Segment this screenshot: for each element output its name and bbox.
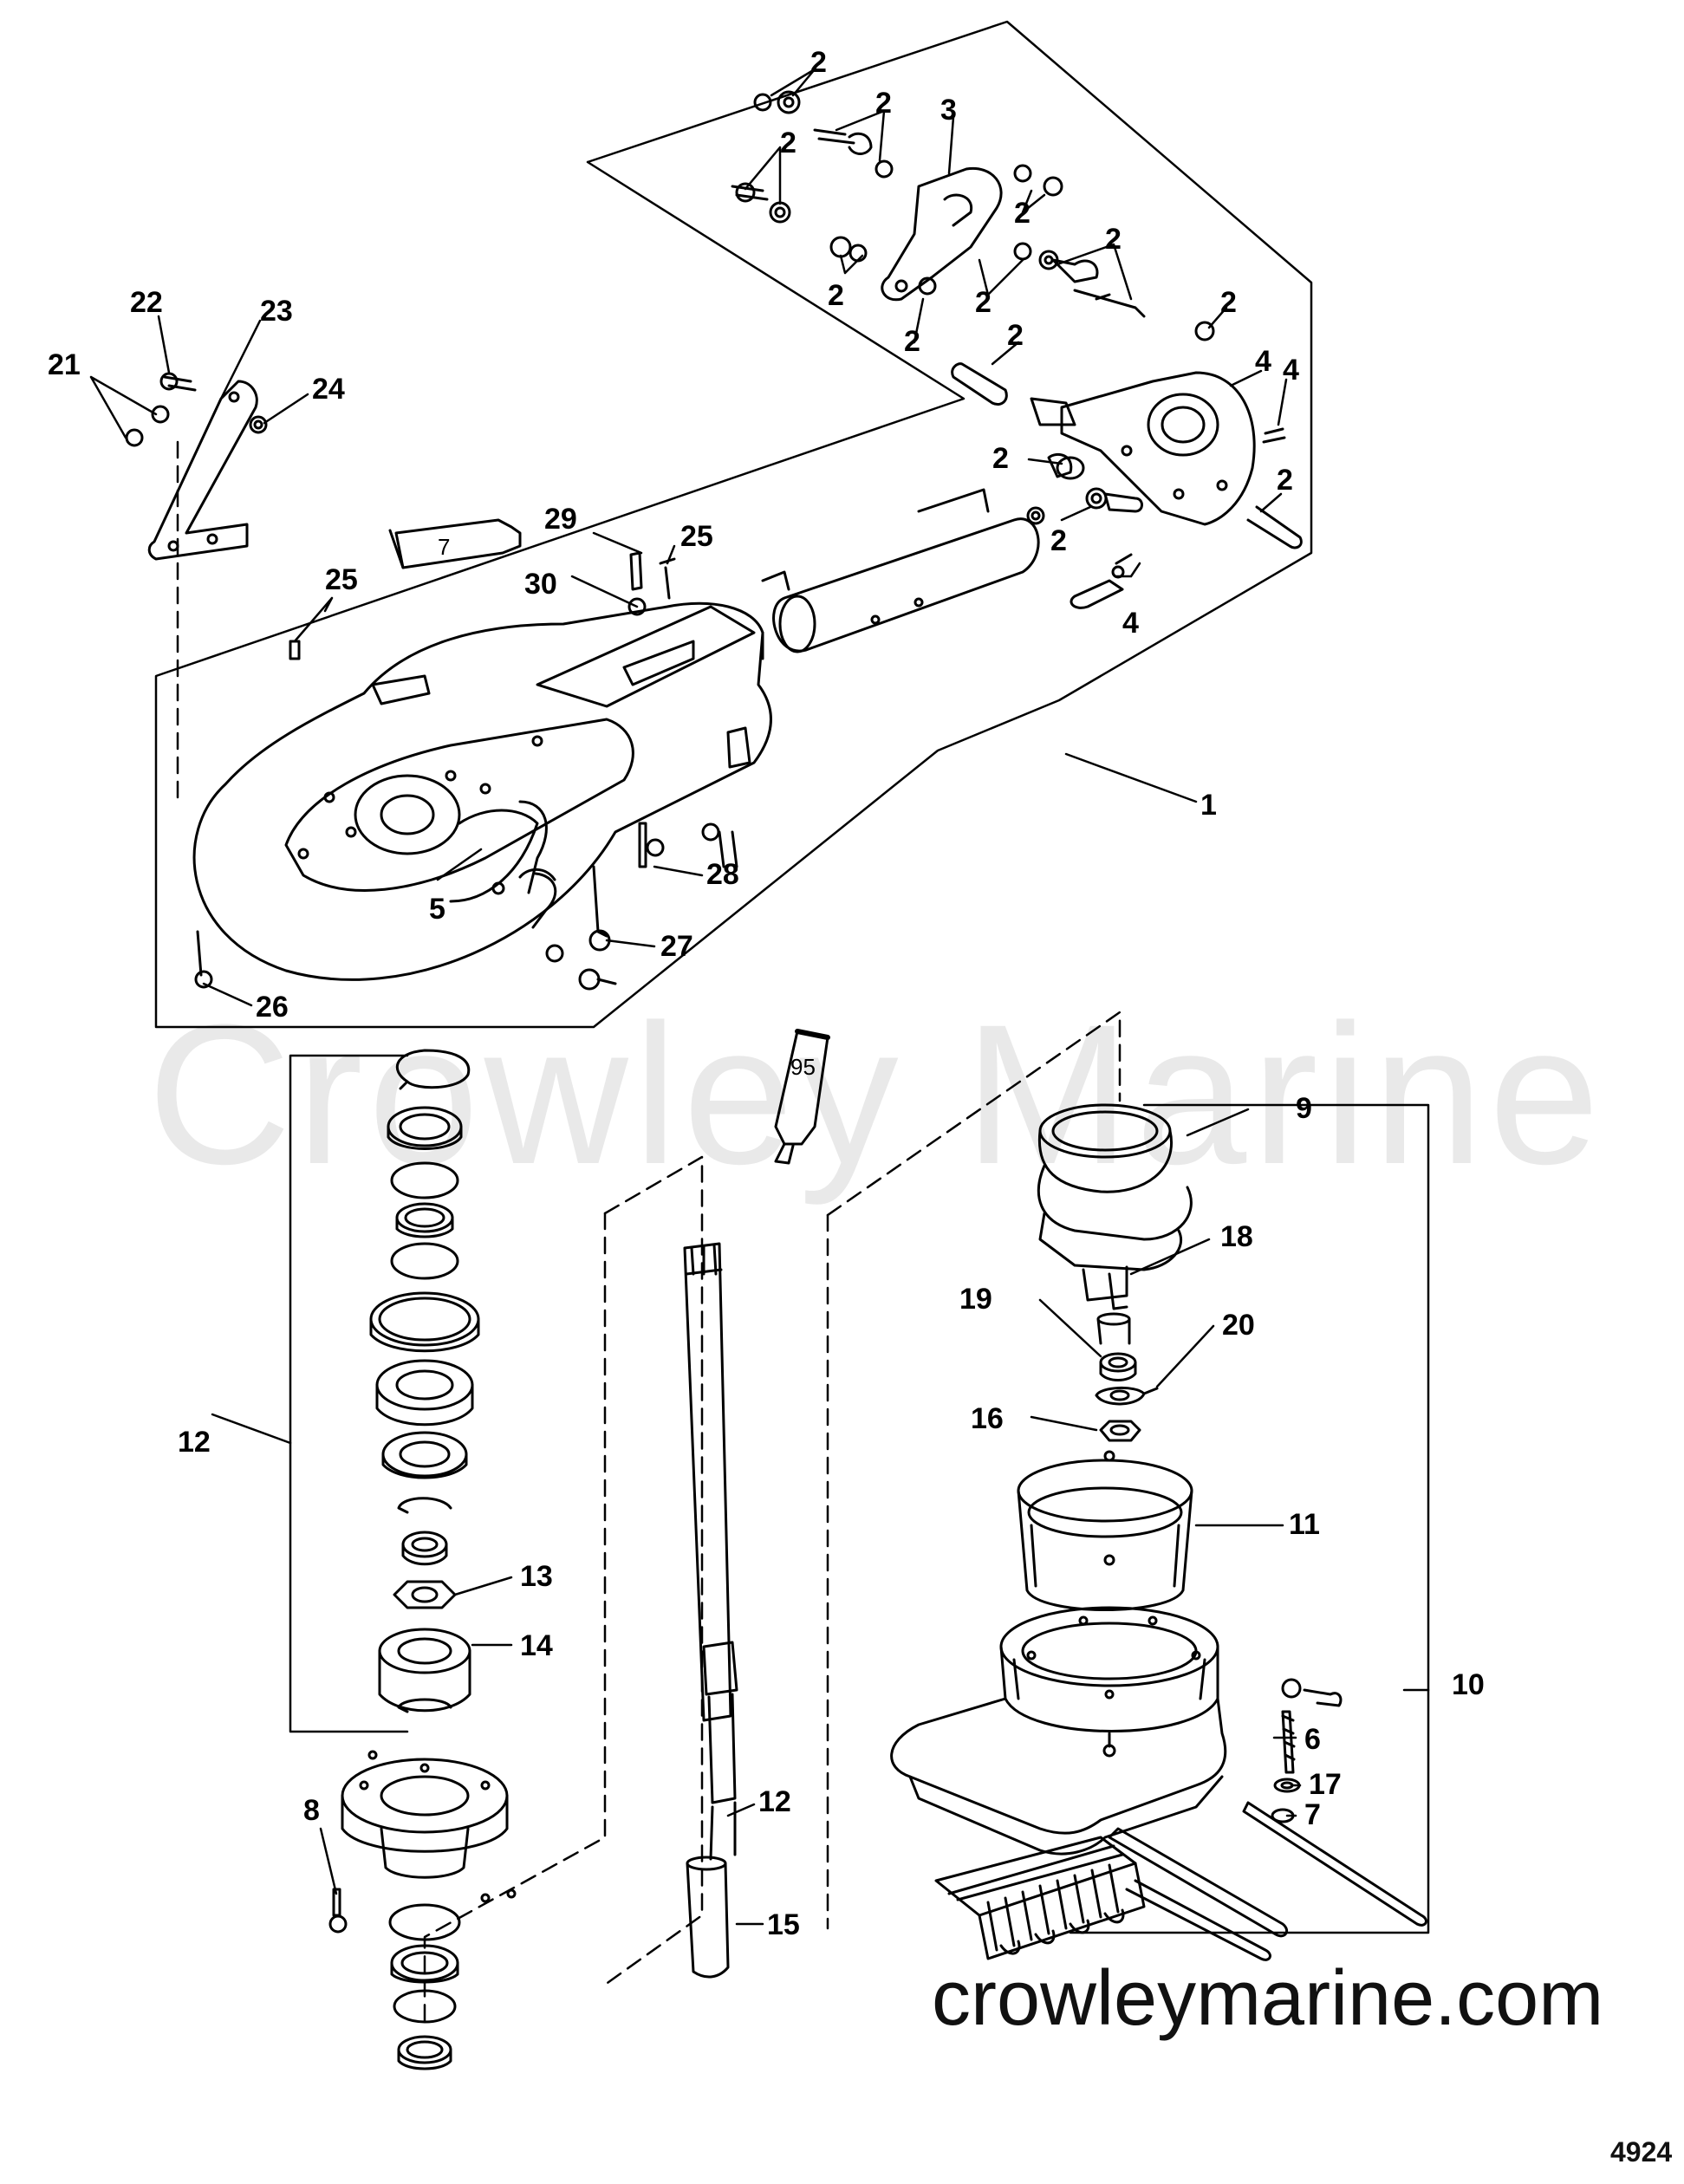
trim-bracket-part4 <box>1030 371 1256 526</box>
callout-labels: 2 2 3 2 2 2 2 2 2 2 2 4 4 2 2 2 4 22 23 … <box>48 46 1485 1941</box>
drive-shaft <box>683 1242 738 1979</box>
callout-12: 12 <box>178 1426 211 1459</box>
upper-hardware <box>731 90 1303 609</box>
callout-24: 24 <box>312 373 345 406</box>
callout-3: 3 <box>940 94 957 127</box>
callout-19: 19 <box>959 1283 992 1316</box>
nozzle-housing <box>890 1606 1227 1856</box>
callout-2: 2 <box>1014 197 1031 230</box>
leader-lines <box>89 68 1430 1926</box>
callout-28: 28 <box>706 858 739 891</box>
callout-2: 2 <box>975 286 992 319</box>
callout-18: 18 <box>1220 1220 1253 1253</box>
pump-housing <box>192 601 772 981</box>
callout-2: 2 <box>1050 524 1067 557</box>
callout-2: 2 <box>904 325 920 358</box>
callout-4: 4 <box>1255 345 1271 378</box>
impeller <box>1037 1103 1193 1345</box>
watermark: Crowley Marine <box>147 983 1605 1206</box>
callout-1: 1 <box>1200 789 1217 822</box>
callout-2: 2 <box>780 127 796 159</box>
callout-30: 30 <box>524 568 557 601</box>
housing-hardware <box>194 551 738 991</box>
callout-13: 13 <box>520 1560 553 1593</box>
sealant-tube-7 <box>388 518 522 569</box>
callout-2: 2 <box>1105 223 1122 256</box>
callout-15: 15 <box>767 1908 800 1941</box>
callout-2: 2 <box>875 87 892 120</box>
callout-12: 12 <box>758 1785 791 1818</box>
callout-26: 26 <box>256 991 289 1024</box>
callout-4: 4 <box>1283 354 1299 387</box>
shaft-dashed-box <box>603 1155 704 1986</box>
callout-29: 29 <box>544 503 577 536</box>
nozzle-assembly-outline <box>1069 1103 1430 1934</box>
figure-number: 4924 <box>1610 2136 1673 2168</box>
bearing-stack <box>328 1049 517 2070</box>
callout-9: 9 <box>1296 1092 1312 1125</box>
callout-23: 23 <box>260 295 293 328</box>
callout-10: 10 <box>1452 1668 1485 1701</box>
callout-6: 6 <box>1304 1723 1321 1756</box>
upper-assembly-outline <box>154 20 1313 1029</box>
bearing-kit-outline <box>289 1054 409 1733</box>
callout-2: 2 <box>810 46 827 79</box>
callout-14: 14 <box>520 1629 553 1662</box>
impeller-fasteners <box>1095 1352 1159 1442</box>
callout-21: 21 <box>48 348 81 381</box>
callout-22: 22 <box>130 286 163 319</box>
sleeve-tube <box>761 488 1040 653</box>
callout-25: 25 <box>680 520 713 553</box>
callout-11: 11 <box>1289 1508 1320 1541</box>
callout-2: 2 <box>1220 286 1237 319</box>
nozzle-hardware <box>1108 1678 1427 1938</box>
callout-25: 25 <box>325 563 358 596</box>
callout-16: 16 <box>971 1402 1004 1435</box>
intake-grate <box>934 1836 1271 1961</box>
callout-27: 27 <box>660 930 693 963</box>
mount-bracket-part23 <box>125 372 268 561</box>
callout-7: 7 <box>1304 1798 1321 1831</box>
steering-bracket-part3 <box>881 166 1003 302</box>
sealant-tube-95 <box>774 1029 830 1165</box>
wear-ring <box>1017 1450 1193 1611</box>
callout-2: 2 <box>992 442 1009 475</box>
callout-5: 5 <box>429 893 445 926</box>
callout-2: 2 <box>1277 464 1293 497</box>
callout-2: 2 <box>1007 319 1024 352</box>
impeller-dashed-box <box>826 1011 1122 1217</box>
tube-label-7: 7 <box>438 534 450 560</box>
tube-label-95: 95 <box>790 1054 816 1080</box>
callout-17: 17 <box>1309 1768 1342 1801</box>
callout-20: 20 <box>1222 1309 1255 1342</box>
site-url: crowleymarine.com <box>932 1955 1604 2042</box>
callout-2: 2 <box>828 279 844 312</box>
callout-4: 4 <box>1122 607 1139 640</box>
callout-8: 8 <box>303 1794 320 1827</box>
